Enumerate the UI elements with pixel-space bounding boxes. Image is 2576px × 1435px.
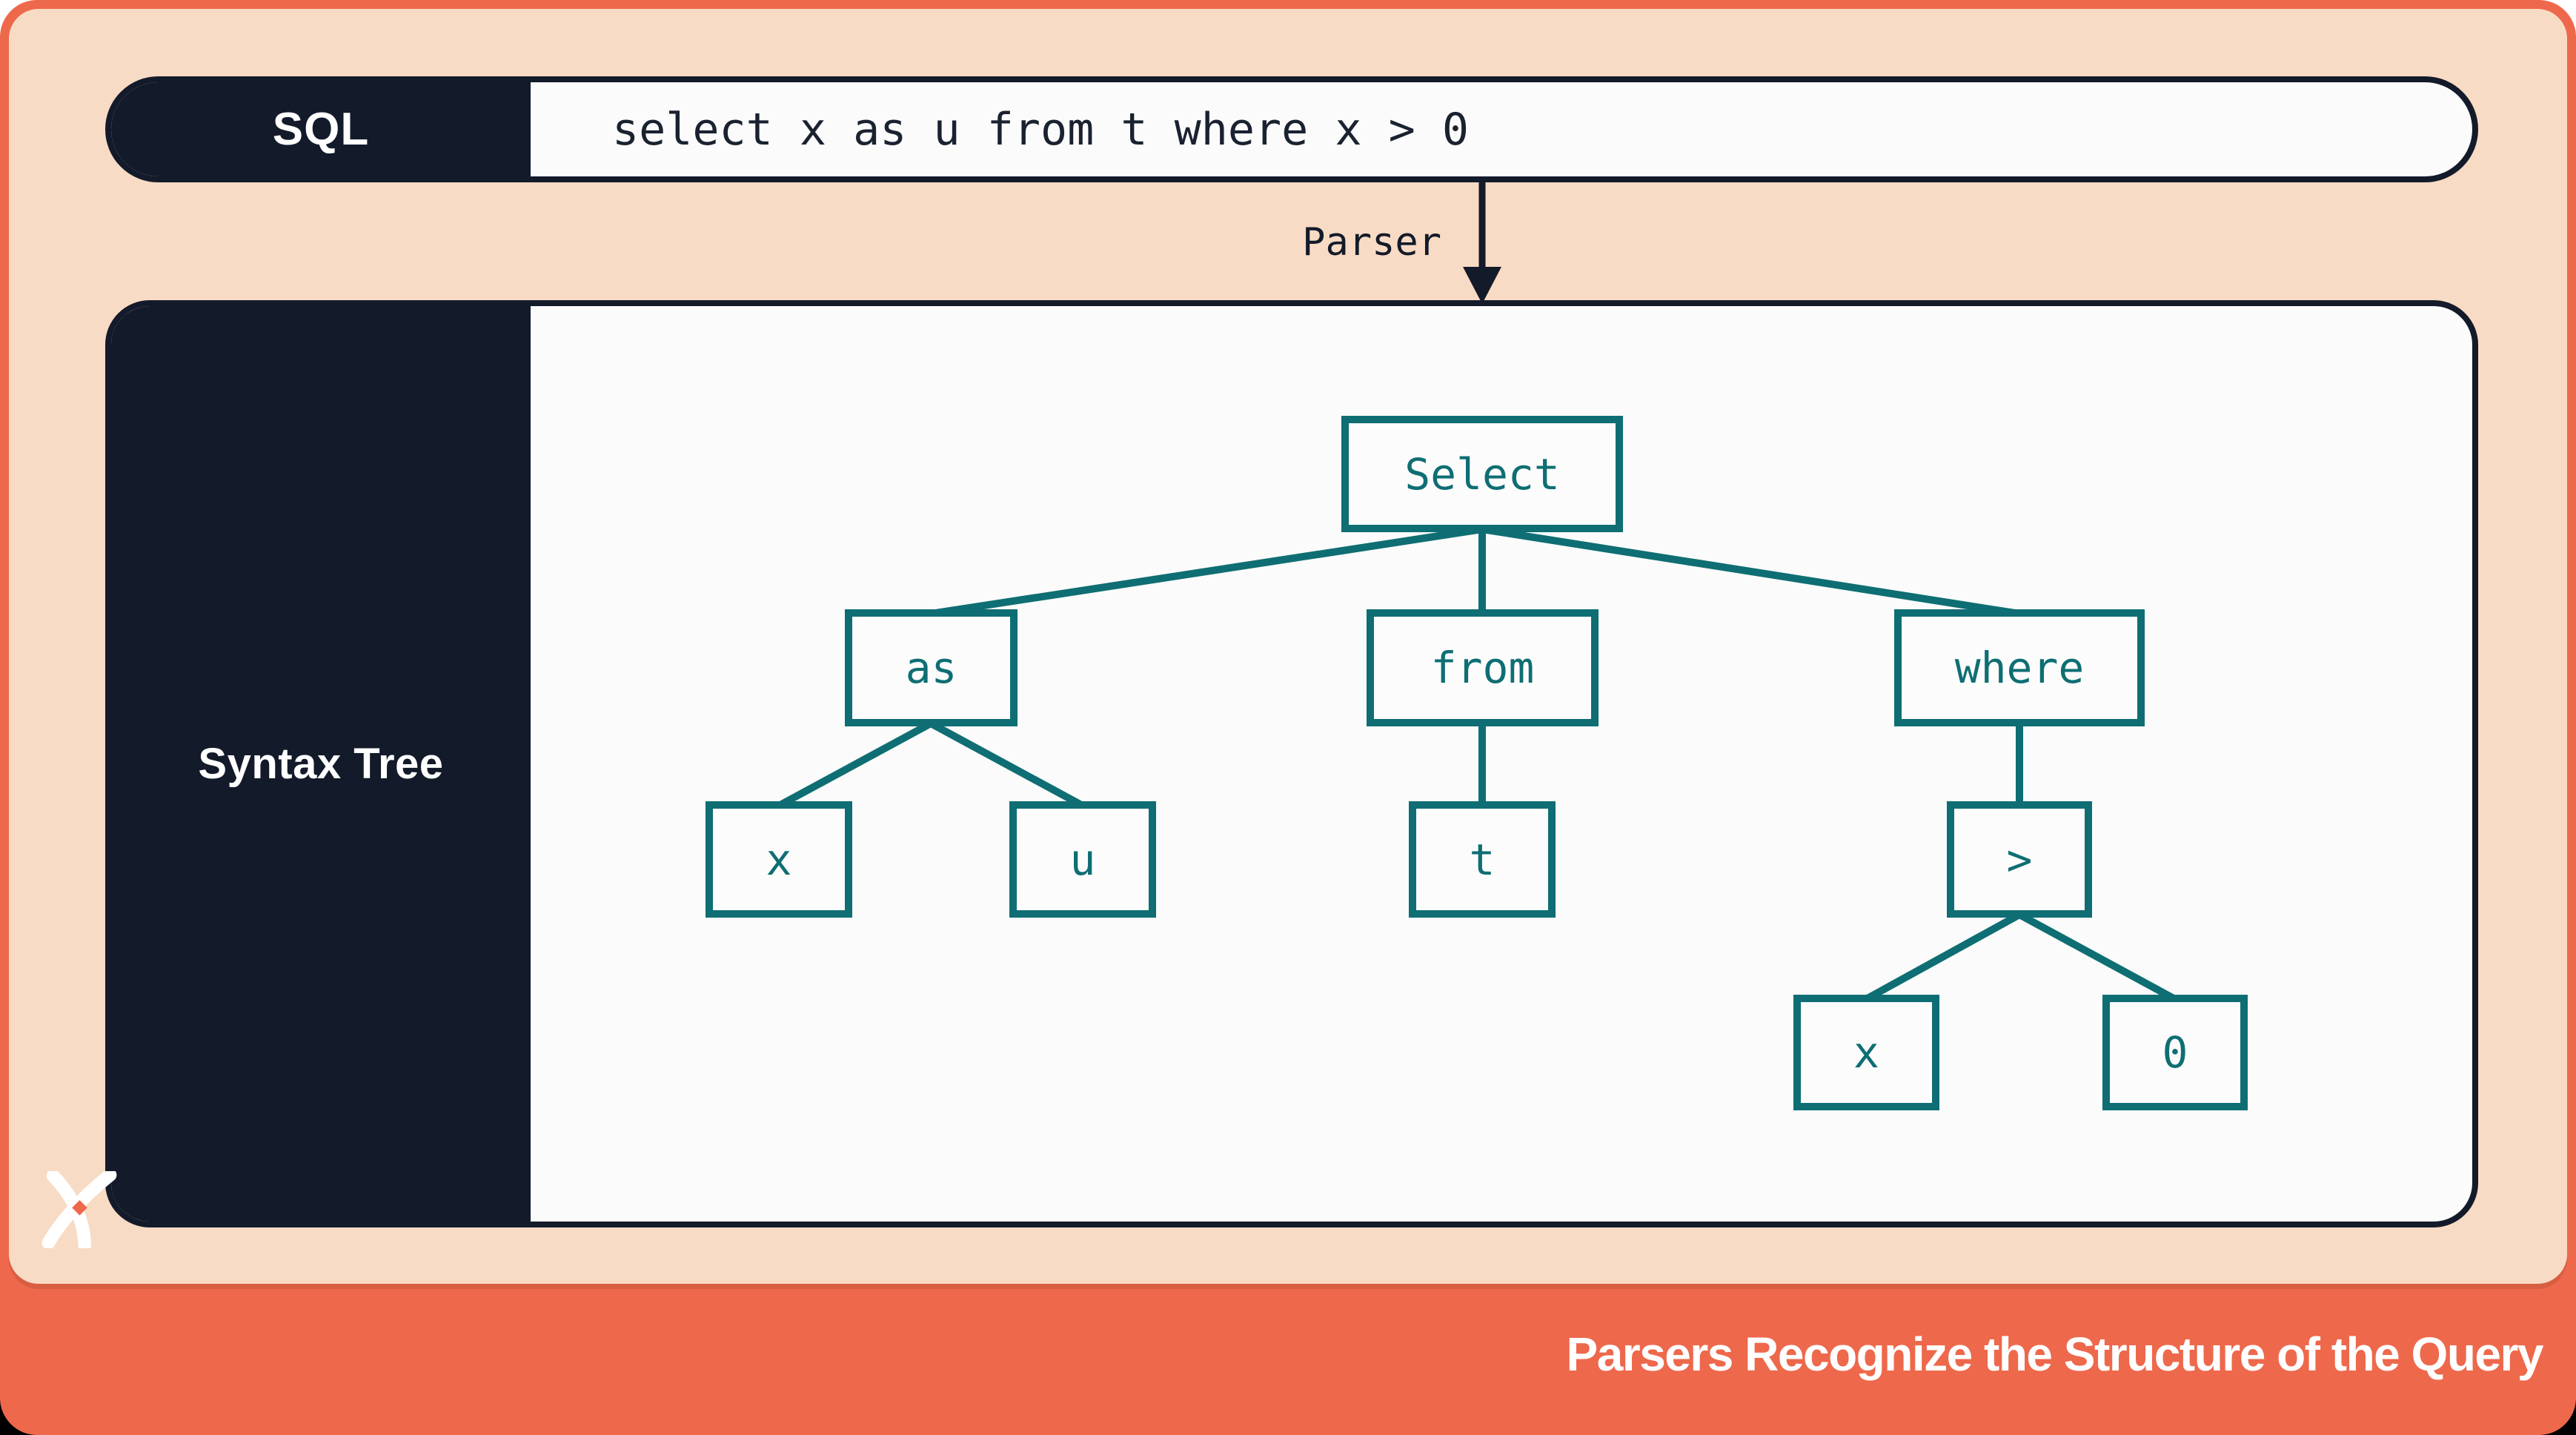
logo-diamond — [72, 1200, 87, 1216]
parser-label: Parser — [1302, 220, 1441, 265]
footer-bar: Parsers Recognize the Structure of the Q… — [0, 1171, 2576, 1435]
footer-caption: Parsers Recognize the Structure of the Q… — [1566, 1328, 2544, 1381]
sql-query-text: select x as u from t where x > 0 — [612, 103, 1469, 156]
syntax-tree-panel: Syntax Tree — [105, 300, 2478, 1227]
x-starburst-logo-icon — [42, 1171, 117, 1248]
sql-bar: SQL select x as u from t where x > 0 — [105, 76, 2478, 182]
sql-label: SQL — [111, 82, 531, 176]
syntax-tree-sidebar: Syntax Tree — [111, 306, 531, 1222]
sql-label-text: SQL — [272, 104, 370, 155]
syntax-tree-label: Syntax Tree — [198, 740, 444, 788]
